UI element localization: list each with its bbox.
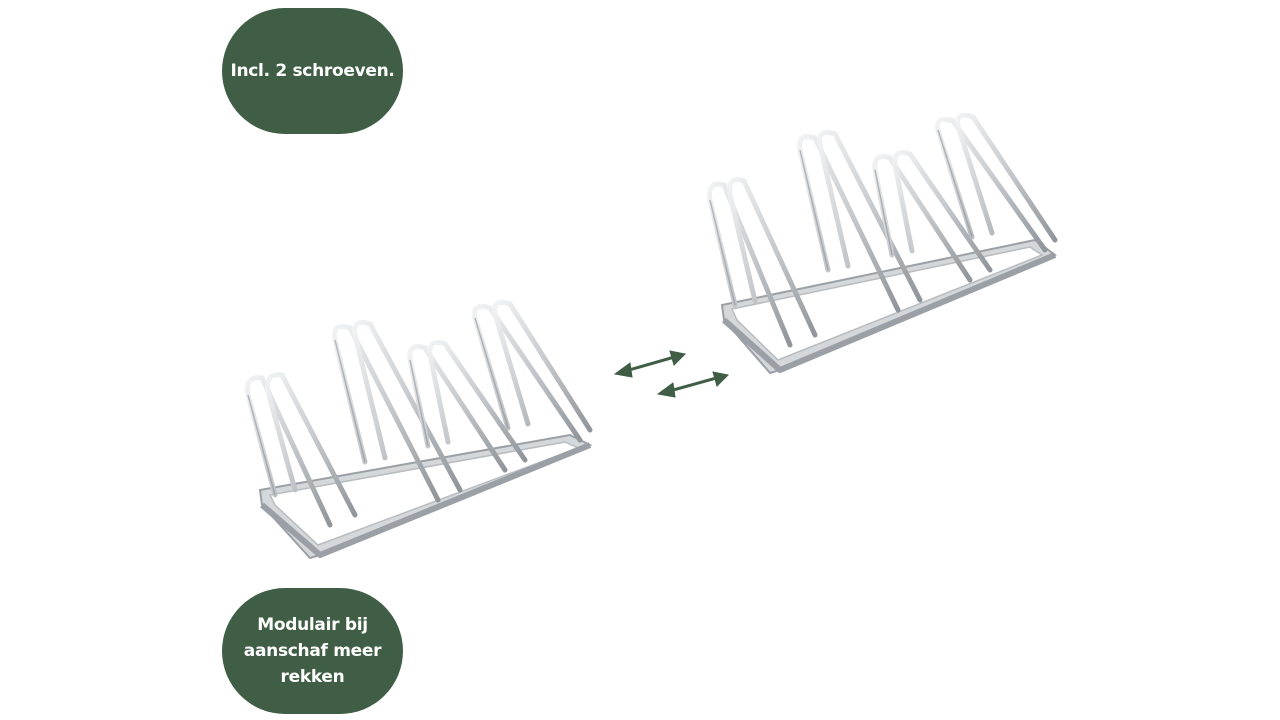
badge-modular: Modulair bij aanschaf meer rekken [222,588,403,714]
bike-rack-right [707,112,1058,375]
badge-screws-label: Incl. 2 schroeven. [230,61,395,81]
badge-screws: Incl. 2 schroeven. [222,8,403,134]
bike-rack-left [245,299,593,560]
badge-modular-label: Modulair bij aanschaf meer rekken [243,615,382,687]
